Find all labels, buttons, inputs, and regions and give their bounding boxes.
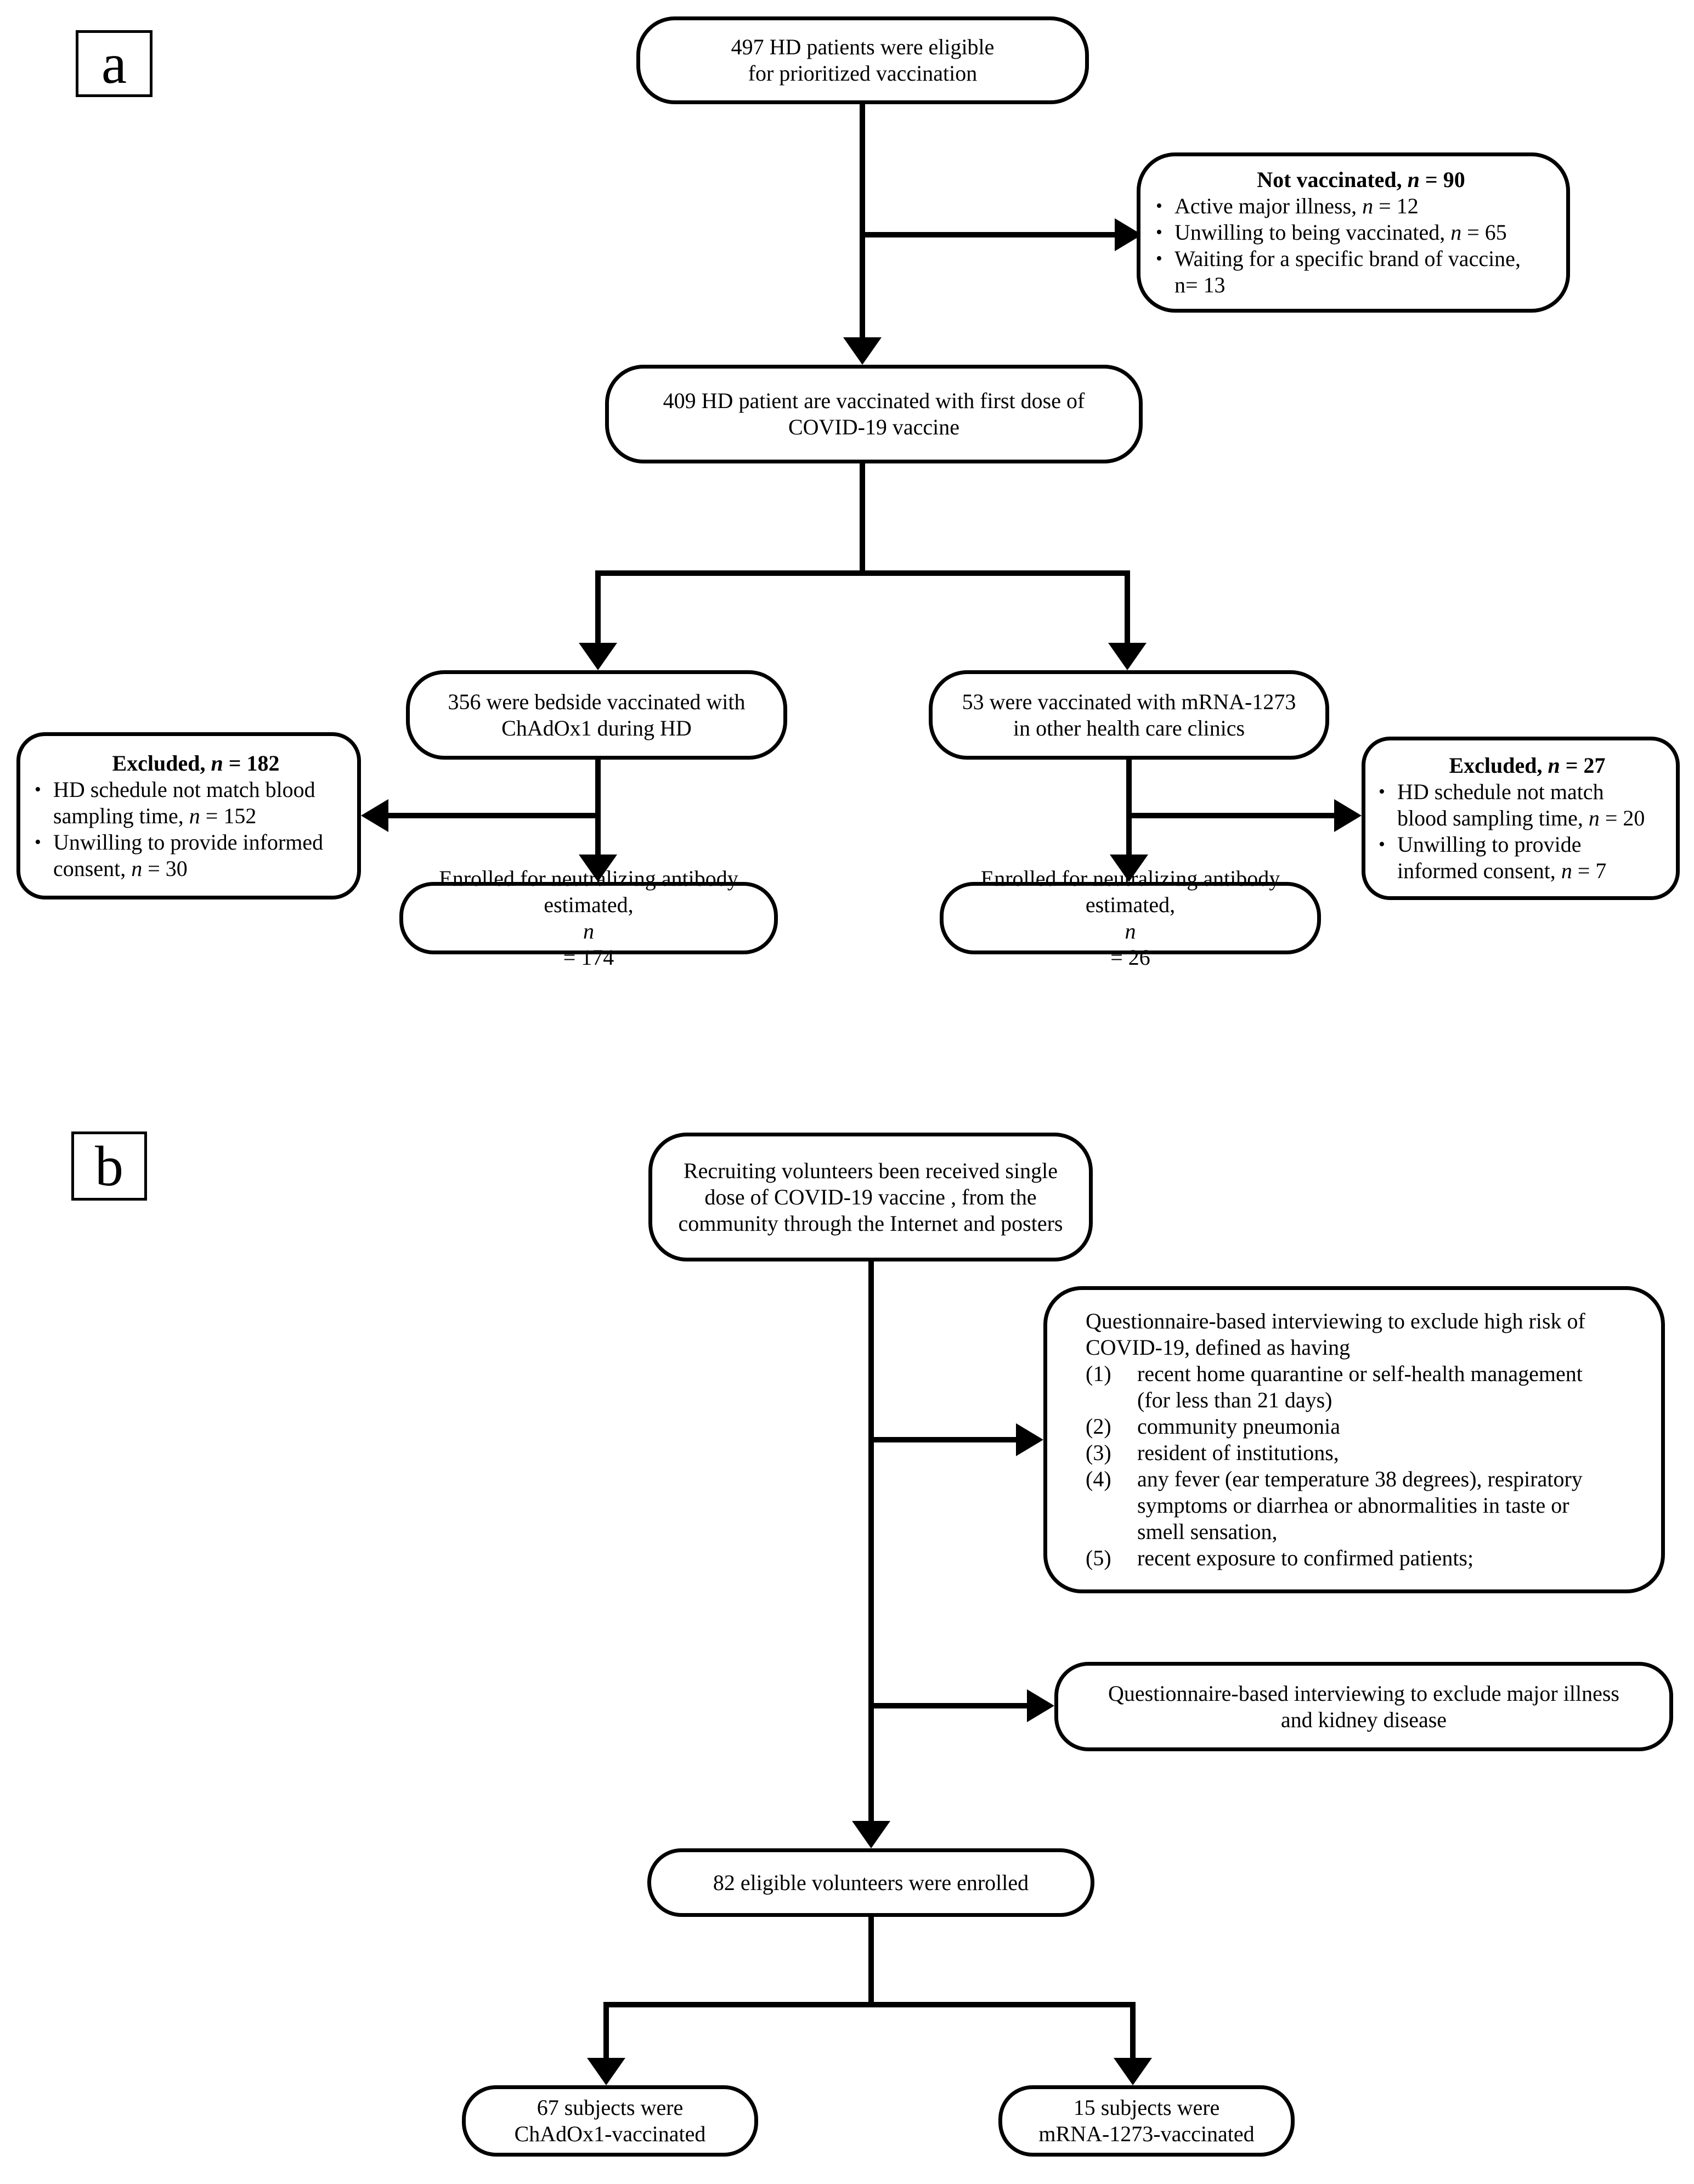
risk-item: (1)recent home quarantine or self-health… [1086,1361,1583,1386]
b-arrow-to-q2 [1027,1689,1054,1722]
b-arrow-to-chadox [587,2058,625,2085]
panel-b-label: b [71,1131,147,1201]
excluded-right-item-cont: blood sampling time, n = 20 [1397,806,1645,830]
recruiting-box: Recruiting volunteers been received sing… [648,1133,1093,1261]
not-vaccinated-item: •Active major illness, n = 12 [1156,194,1419,218]
excluded-left-item: •HD schedule not match blood [35,777,315,802]
excluded-right-item: •HD schedule not match [1379,779,1604,804]
questionnaire-risk-box: Questionnaire-based interviewing to excl… [1043,1286,1665,1593]
excluded-left-item-cont: sampling time, n = 152 [53,803,257,828]
a-arrow-to-notvacc [1115,218,1142,251]
vaccinated-first-dose-box: 409 HD patient are vaccinated with first… [605,365,1143,463]
a-arrow-to-chadox [579,643,617,670]
not-vaccinated-item: •Unwilling to being vaccinated, n = 65 [1156,220,1507,245]
mrna-subjects-box: 15 subjects were mRNA-1273-vaccinated [998,2085,1295,2157]
a-arrow-to-mrna [1108,643,1147,670]
b-arrow-to-enrolled [852,1821,890,1848]
chadox-subjects-box: 67 subjects were ChAdOx1-vaccinated [462,2085,758,2157]
not-vaccinated-box: Not vaccinated, n = 90 •Active major ill… [1137,152,1570,313]
b-arrow-to-mrna [1114,2058,1152,2085]
a-arrow-to-vaccinated [843,337,882,365]
excluded-right-title: Excluded, n = 27 [1449,753,1606,778]
risk-item: (2)community pneumonia [1086,1414,1340,1439]
excluded-left-item: •Unwilling to provide informed [35,829,324,855]
excluded-left-box: Excluded, n = 182 •HD schedule not match… [16,732,361,899]
not-vaccinated-item-cont: n= 13 [1174,273,1226,297]
excluded-left-title: Excluded, n = 182 [112,750,280,776]
not-vaccinated-item: •Waiting for a specific brand of vaccine… [1156,246,1521,271]
enrolled-volunteers-box: 82 eligible volunteers were enrolled [647,1848,1094,1917]
mrna-box: 53 were vaccinated with mRNA-1273 in oth… [929,670,1329,760]
excluded-right-item: •Unwilling to provide [1379,832,1582,857]
eligible-box: 497 HD patients were eligible for priori… [636,16,1089,104]
enrolled-left-box: Enrolled for neutralizing antibody estim… [399,866,778,970]
risk-item: (4)any fever (ear temperature 38 degrees… [1086,1467,1583,1491]
a-arrow-to-excl-right [1334,799,1362,832]
panel-a-label: a [76,30,153,97]
a-arrow-to-excl-left [361,799,388,832]
risk-item: (3)resident of institutions, [1086,1440,1339,1465]
not-vaccinated-title: Not vaccinated, n = 90 [1257,167,1465,192]
chadox-box: 356 were bedside vaccinated with ChAdOx1… [406,670,787,760]
enrolled-right-box: Enrolled for neutralizing antibody estim… [940,866,1321,970]
risk-item: (5)recent exposure to confirmed patients… [1086,1546,1474,1570]
excluded-right-item-cont: informed consent, n = 7 [1397,858,1607,883]
a-arrow-to-enrolled-left [579,855,617,882]
excluded-right-box: Excluded, n = 27 •HD schedule not match … [1362,737,1680,900]
a-arrow-to-enrolled-right [1110,855,1148,882]
b-arrow-to-q1 [1016,1423,1043,1456]
excluded-left-item-cont: consent, n = 30 [53,856,188,881]
questionnaire-illness-box: Questionnaire-based interviewing to excl… [1054,1662,1673,1751]
